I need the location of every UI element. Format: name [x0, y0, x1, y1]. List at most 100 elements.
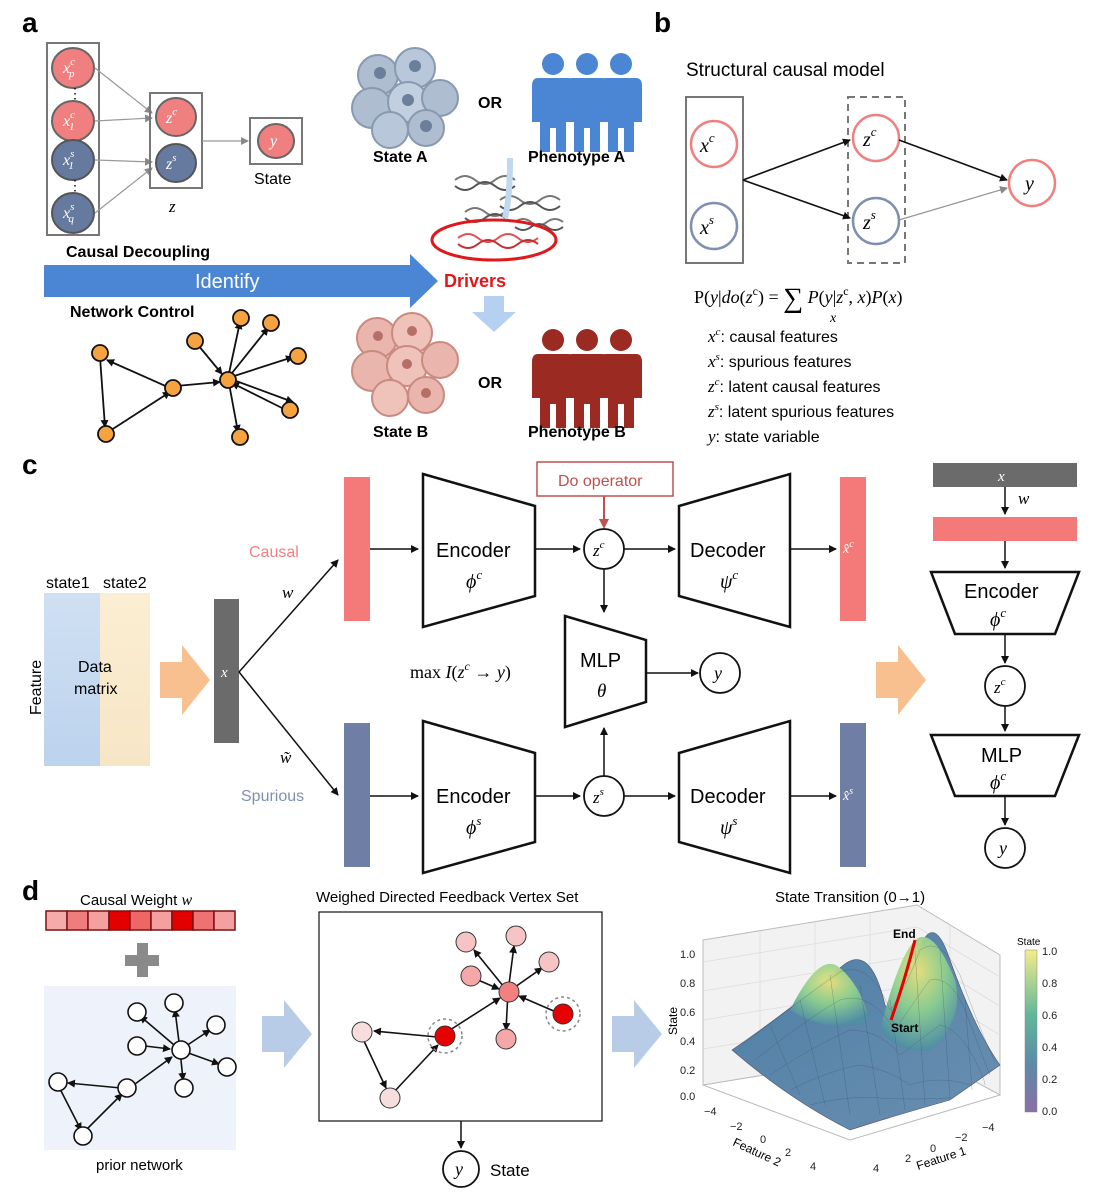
state-label-a: State — [254, 171, 291, 188]
state-b-label: State B — [373, 424, 428, 441]
svg-text:Decoder: Decoder — [690, 540, 766, 562]
svg-text:ϕc: ϕc — [990, 605, 1006, 631]
svg-text:−4: −4 — [982, 1122, 995, 1134]
svg-text:zc: zc — [592, 539, 605, 560]
svg-text:y: y — [997, 838, 1007, 858]
flow-arrow-blue-2 — [612, 1000, 662, 1068]
scm-node-xc: xc — [689, 119, 739, 169]
svg-text:Encoder: Encoder — [436, 786, 511, 808]
scm-title: Structural causal model — [686, 60, 885, 81]
svg-text:y: y — [268, 133, 278, 150]
data-matrix-label-1: Data — [78, 659, 112, 676]
causal-weight-cell — [108, 910, 131, 931]
svg-text:End: End — [893, 927, 916, 941]
decoder-spurious — [677, 719, 792, 875]
ellipsis-dots: ⋮ — [68, 85, 82, 101]
w-tilde-label: w̃ — [280, 748, 292, 767]
output-y-node: y — [699, 652, 741, 694]
svg-text:4: 4 — [810, 1161, 816, 1173]
svg-text:zs: zs — [592, 786, 604, 807]
input-x-bar — [214, 599, 239, 743]
panel-label-d: d — [22, 875, 39, 906]
identify-arrow: Identify — [44, 254, 438, 308]
state1-label: state1 — [46, 575, 90, 592]
svg-text:xsq: xsq — [62, 201, 74, 225]
right-y-node: y — [984, 827, 1026, 869]
svg-text:MLP: MLP — [981, 745, 1022, 767]
state-node-y: y — [257, 123, 295, 159]
svg-text:ϕc: ϕc — [990, 768, 1006, 794]
causal-weight-bar — [45, 910, 236, 931]
prior-network-label: prior network — [96, 1157, 183, 1174]
svg-text:y: state variable: y: state variable — [706, 427, 820, 446]
spurious-label: Spurious — [241, 788, 304, 805]
or-bottom: OR — [478, 375, 502, 392]
svg-text:2: 2 — [785, 1147, 791, 1159]
svg-text:Do operator: Do operator — [558, 473, 643, 490]
svg-text:y: y — [712, 663, 722, 683]
prior-network-graph — [48, 993, 237, 1146]
svg-text:zs: latent spurious features: zs: latent spurious features — [707, 401, 894, 421]
panel-c: state1 state2 Data matrix Feature x w w̃… — [28, 461, 1081, 875]
scm-node-xs: xs — [689, 201, 739, 251]
svg-text:0.8: 0.8 — [1042, 978, 1057, 990]
svg-text:xs1: xs1 — [62, 148, 74, 172]
svg-text:0.6: 0.6 — [1042, 1010, 1057, 1022]
svg-text:x̂c: x̂c — [842, 539, 854, 557]
latent-zc-node: zc — [583, 528, 625, 570]
network-control-label: Network Control — [70, 304, 194, 321]
svg-text:xc: causal features: xc: causal features — [707, 326, 838, 346]
causal-weight-cell — [213, 910, 236, 931]
right-mlp — [929, 733, 1081, 798]
surface-colorbar: State 1.0 0.8 0.6 0.4 0.2 0.0 — [1017, 937, 1057, 1118]
svg-text:zs: zs — [862, 207, 876, 234]
encoder-spurious — [421, 719, 537, 875]
network-graph-a — [91, 309, 307, 446]
objective-label: max I(zc → y) — [410, 659, 511, 683]
svg-text:0.8: 0.8 — [680, 978, 695, 990]
svg-text:zc: zc — [862, 124, 877, 151]
svg-text:Feature 2: Feature 2 — [731, 1135, 784, 1170]
panel-label-c: c — [22, 449, 38, 480]
plus-icon — [125, 943, 159, 977]
panel-label-b: b — [654, 7, 671, 38]
causal-weight-cell — [150, 910, 173, 931]
svg-text:y: y — [1023, 173, 1034, 195]
svg-text:0.6: 0.6 — [680, 1007, 695, 1019]
svg-text:0: 0 — [930, 1143, 936, 1155]
transition-arrow-down — [472, 296, 516, 332]
svg-text:0.0: 0.0 — [1042, 1106, 1057, 1118]
right-w-label: w — [1018, 489, 1030, 508]
right-zc-node: zc — [984, 665, 1026, 707]
causal-weight-title: Causal Weight w — [80, 892, 192, 909]
svg-text:0.4: 0.4 — [680, 1036, 695, 1048]
flow-arrow-orange-2 — [876, 645, 926, 715]
surface-plot: End Start 1.0 0.8 0.6 0.4 0.2 0.0 State … — [666, 904, 1001, 1175]
svg-text:x: x — [997, 469, 1005, 485]
state-a-label: State A — [373, 149, 428, 166]
svg-text:4: 4 — [873, 1163, 879, 1175]
svg-text:θ: θ — [597, 681, 606, 702]
svg-text:xs: xs — [699, 212, 714, 239]
svg-text:Identify: Identify — [195, 271, 259, 293]
data-matrix-state1 — [44, 593, 100, 766]
svg-text:xcp: xcp — [62, 56, 75, 80]
svg-text:⋮: ⋮ — [68, 177, 82, 193]
svg-text:Start: Start — [891, 1021, 918, 1035]
svg-text:y: y — [453, 1159, 463, 1179]
latent-node-zc: zc — [155, 97, 197, 137]
do-operator-box — [536, 461, 674, 497]
phenotype-b-label: Phenotype B — [528, 424, 626, 441]
svg-text:zs: zs — [165, 152, 177, 173]
svg-text:1.0: 1.0 — [1042, 946, 1057, 958]
scm-node-zs: zs — [851, 196, 901, 246]
data-matrix-label-2: matrix — [74, 681, 118, 698]
fvs-title: Weighed Directed Feedback Vertex Set — [316, 889, 579, 906]
causal-weight-cell — [171, 910, 194, 931]
latent-group-label: z — [168, 197, 176, 216]
svg-text:0: 0 — [760, 1134, 766, 1146]
